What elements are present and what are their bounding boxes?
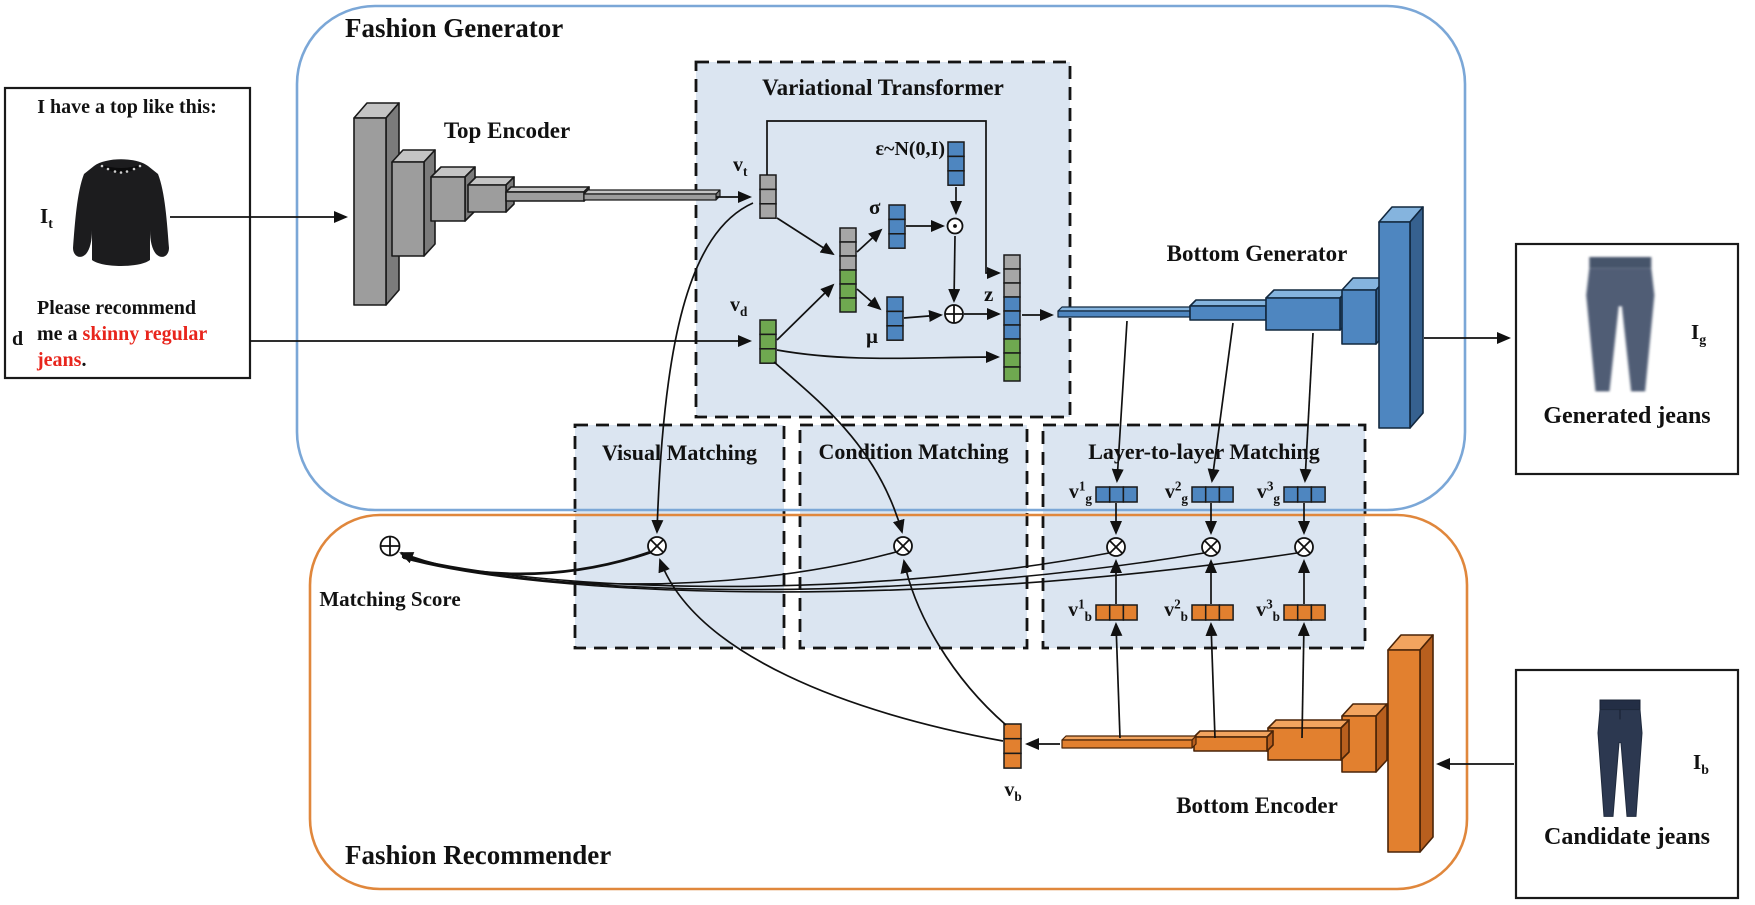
vt-vector — [759, 174, 777, 219]
fashion-recommender-title: Fashion Recommender — [345, 840, 612, 870]
sigma-vector — [888, 204, 906, 249]
layer3-multiply-icon — [1294, 537, 1314, 557]
prompt-marker-label: d — [12, 328, 24, 350]
v1b-label: v1b — [1068, 596, 1092, 624]
prompt-text: Please recommend me a skinny regular jea… — [37, 297, 207, 371]
v1g-label: v1g — [1068, 478, 1092, 506]
vb-vector — [1003, 723, 1022, 769]
matching-score-add-icon — [379, 535, 401, 557]
visual-multiply-icon — [647, 536, 667, 556]
top-encoder-blocks — [353, 102, 721, 306]
fashion-generator-title: Fashion Generator — [345, 13, 564, 43]
visual-matching-panel — [573, 423, 786, 650]
condition-matching-panel — [798, 423, 1029, 650]
v2b-label: v2b — [1164, 596, 1188, 624]
connector-arrows — [170, 120, 1514, 770]
v3g-label: v3g — [1256, 478, 1280, 506]
candidate-image-label: Ib — [1693, 750, 1709, 778]
add-operator-icon — [944, 304, 964, 324]
elementwise-product-icon — [946, 217, 964, 235]
vd-label: vd — [730, 294, 748, 319]
v1b-vector — [1095, 604, 1138, 621]
v3b-label: v3b — [1256, 596, 1280, 624]
operators — [379, 217, 1314, 557]
v2g-label: v2g — [1164, 478, 1188, 506]
input-box-title: I have a top like this: — [37, 96, 217, 118]
bottom-generator-label: Bottom Generator — [1166, 241, 1348, 266]
epsilon-label: ε~N(0,I) — [875, 138, 946, 160]
fashion-recommender-container — [308, 513, 1469, 891]
vd-vector — [759, 319, 777, 364]
sigma-label: σ — [869, 195, 881, 219]
generated-jeans-label: Generated jeans — [1543, 403, 1711, 429]
matching-score-label: Matching Score — [319, 587, 461, 611]
mu-label: μ — [866, 324, 878, 348]
mu-vector — [886, 296, 904, 341]
v2b-vector — [1191, 604, 1234, 621]
z-vector — [1003, 254, 1021, 382]
condition-matching-title: Condition Matching — [818, 439, 1009, 464]
top-image — [73, 159, 169, 266]
v2g-vector — [1191, 486, 1234, 503]
v3b-vector — [1283, 604, 1326, 621]
v3g-vector — [1283, 486, 1326, 503]
layer-matching-title: Layer-to-layer Matching — [1088, 439, 1320, 464]
concat-vector — [839, 227, 857, 313]
vb-label: vb — [1004, 779, 1022, 804]
fashion-generator-container — [295, 4, 1467, 512]
layer1-multiply-icon — [1106, 537, 1126, 557]
candidate-jeans-label: Candidate jeans — [1543, 824, 1711, 850]
vt-label: vt — [733, 154, 748, 179]
variational-transformer-title: Variational Transformer — [762, 75, 1004, 100]
top-image-label: It — [40, 204, 53, 232]
bottom-encoder-blocks — [1061, 634, 1434, 853]
condition-multiply-icon — [893, 536, 913, 556]
prompt-highlight: skinny regular jeans — [37, 323, 207, 371]
candidate-jeans-image — [1597, 699, 1643, 817]
generated-jeans-image — [1586, 257, 1655, 392]
v1g-vector — [1095, 486, 1138, 503]
epsilon-vector — [947, 141, 965, 186]
bottom-encoder-label: Bottom Encoder — [1176, 793, 1338, 818]
top-encoder-label: Top Encoder — [443, 118, 571, 143]
bottom-generator-blocks — [1057, 206, 1424, 429]
z-label: z — [984, 282, 994, 306]
generated-image-label: Ig — [1691, 320, 1707, 348]
visual-matching-title: Visual Matching — [601, 440, 758, 465]
layer2-multiply-icon — [1201, 537, 1221, 557]
